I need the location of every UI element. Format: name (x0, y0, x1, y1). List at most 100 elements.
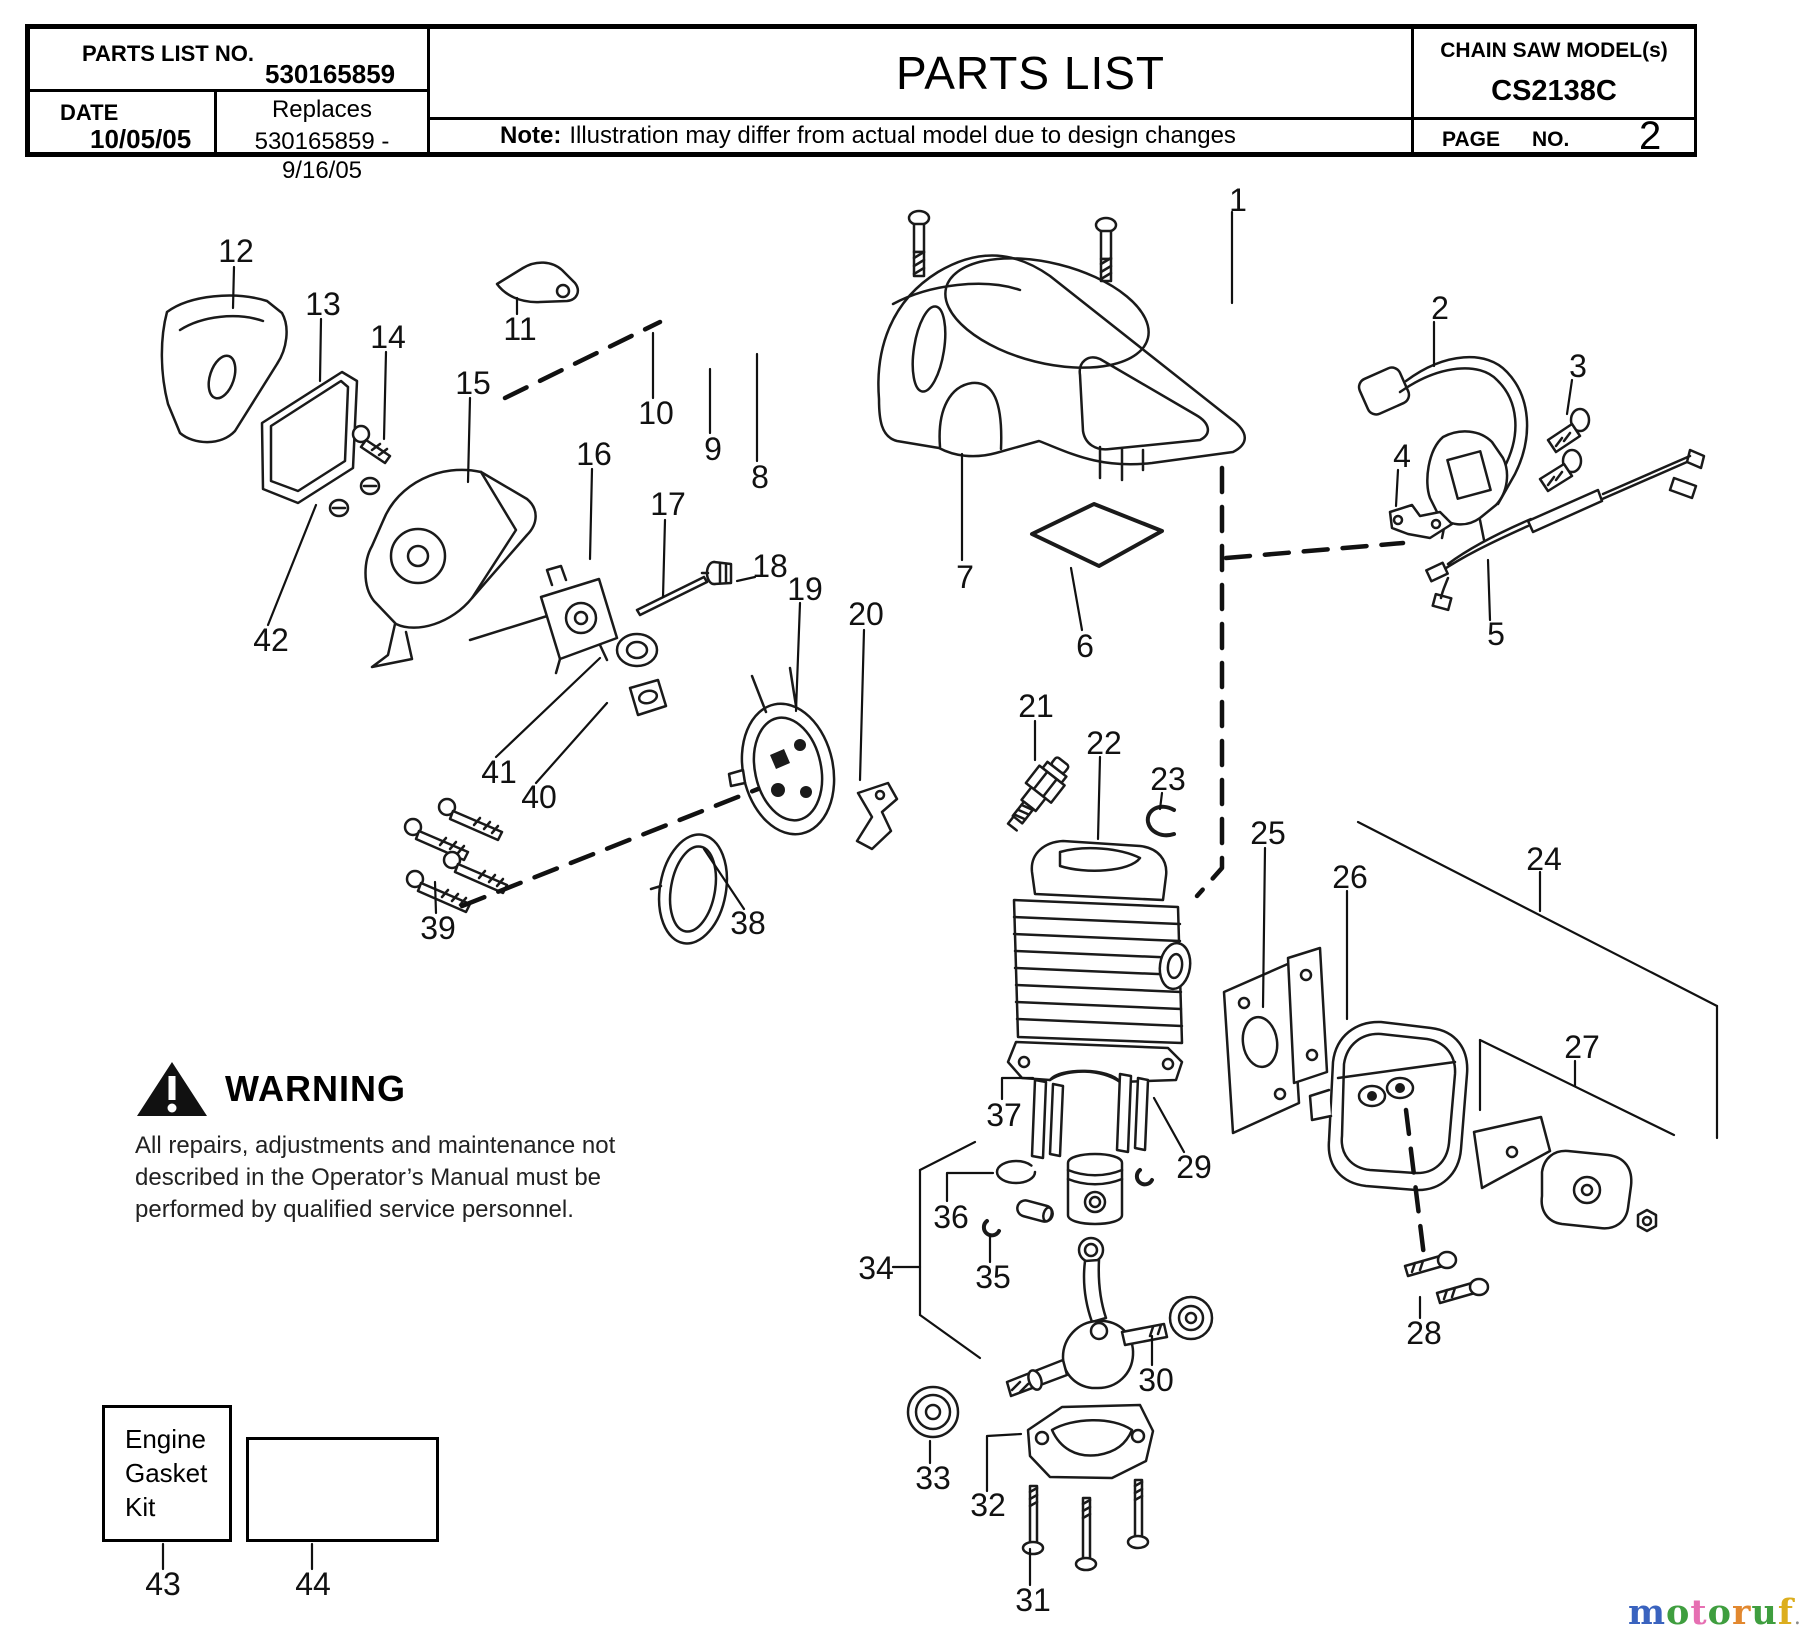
leader-line (1000, 1076, 1035, 1101)
part-number-2: 2 (1431, 290, 1449, 326)
throttle-lever-drawing (495, 261, 579, 304)
part-number-16: 16 (576, 436, 612, 472)
part-number-22: 22 (1086, 725, 1122, 761)
part-number-26: 26 (1332, 859, 1368, 895)
filter-gasket-drawing (1030, 502, 1164, 568)
leader-line (1158, 791, 1164, 811)
parts-list-no-cell: PARTS LIST NO. 530165859 (27, 26, 430, 92)
choke-knob-drawing (700, 560, 733, 586)
bracket-20-drawing (855, 781, 899, 851)
note-cell: Note:Illustration may differ from actual… (427, 117, 1414, 155)
fan-housing-drawing (364, 468, 562, 669)
part-number-33: 33 (915, 1460, 951, 1496)
part-number-42: 42 (253, 622, 289, 658)
part-number-32: 32 (970, 1487, 1006, 1523)
part-number-36: 36 (933, 1199, 969, 1235)
page-number-value: 2 (1639, 114, 1662, 158)
part-number-37: 37 (986, 1097, 1022, 1133)
part-number-24: 24 (1526, 841, 1562, 877)
model-value: CS2138C (1491, 75, 1617, 107)
part-number-1: 1 (1229, 182, 1247, 218)
crankshaft-drawing (906, 1236, 1214, 1439)
date-cell: DATE 10/05/05 (27, 89, 217, 155)
leader-line (1096, 755, 1102, 841)
part-labels-layer: 1234567891011121314151617181920212223242… (145, 182, 1719, 1618)
leader-line (918, 1313, 982, 1360)
leader-line (534, 701, 609, 785)
warning-icon (137, 1062, 207, 1116)
leader-line (433, 880, 438, 915)
assembly-dashed-line (1403, 1107, 1427, 1259)
part-number-6: 6 (1076, 628, 1094, 664)
part-number-7: 7 (956, 559, 974, 595)
leader-line (985, 1432, 1023, 1493)
page-no-label: NO. (1532, 128, 1570, 151)
note-text: Note:Illustration may differ from actual… (500, 122, 1236, 149)
part-number-23: 23 (1150, 761, 1186, 797)
leader-line (382, 350, 388, 441)
leader-line (1069, 566, 1084, 632)
leader-line (794, 601, 802, 713)
parts-list-no-value: 530165859 (265, 59, 396, 89)
leader-line (1478, 1038, 1676, 1137)
leader-line (588, 467, 594, 561)
crankcase-drawing (1021, 1403, 1155, 1572)
bolts-39-drawing (403, 797, 509, 914)
replaces-label: Replaces (271, 96, 373, 123)
part-number-3: 3 (1569, 348, 1587, 384)
part-number-44: 44 (295, 1566, 331, 1602)
leader-line (1356, 820, 1719, 1008)
cylinder-drawing (1006, 839, 1192, 1084)
muffler-drawing (1308, 1020, 1469, 1192)
title-cell: PARTS LIST (427, 26, 1414, 120)
part-number-35: 35 (975, 1259, 1011, 1295)
fuel-line-drawing (635, 575, 709, 617)
muffler-screws-drawing (1403, 1250, 1490, 1305)
part-number-4: 4 (1393, 438, 1411, 474)
leader-line (918, 1140, 977, 1172)
kit-wrench-box (246, 1437, 439, 1542)
spark-plug-drawing (1006, 756, 1070, 832)
leader-line (318, 317, 323, 383)
muffler-gasket-drawing (1222, 946, 1329, 1135)
intake-parts-drawing (615, 632, 668, 717)
date-value: 10/05/05 (90, 124, 192, 154)
part-number-15: 15 (455, 365, 491, 401)
assembly-dashed-line (502, 319, 663, 401)
mount-plate-drawing (727, 666, 836, 836)
part-number-20: 20 (848, 596, 884, 632)
engine-cover-drawing (877, 254, 1246, 482)
wiring-harness-drawing (1425, 448, 1706, 612)
cylinder-seals-drawing (1030, 1072, 1150, 1160)
watermark-logo: motoruf.de (1628, 1592, 1800, 1633)
carburetor-drawing (539, 564, 619, 675)
date-label: DATE (60, 100, 119, 125)
warning-block: WARNING All repairs, adjustments and mai… (135, 1060, 635, 1226)
part-number-14: 14 (370, 319, 406, 355)
leader-line (1486, 558, 1492, 622)
leader-line (494, 656, 602, 759)
part-number-29: 29 (1176, 1149, 1212, 1185)
warning-title: WARNING (225, 1068, 406, 1109)
part-number-41: 41 (481, 754, 517, 790)
leader-line (1261, 846, 1267, 1009)
page-number-cell: PAGE NO. 2 (1411, 114, 1697, 158)
part-number-12: 12 (218, 233, 254, 269)
part-number-5: 5 (1487, 616, 1505, 652)
leader-line (945, 1171, 995, 1203)
part-number-13: 13 (305, 286, 341, 322)
piston-group-drawing (981, 1152, 1154, 1238)
part-number-21: 21 (1018, 688, 1054, 724)
part-number-11: 11 (503, 311, 536, 347)
part-number-38: 38 (730, 905, 766, 941)
cover-screws-drawing (907, 209, 1118, 283)
part-number-18: 18 (752, 548, 788, 584)
part-number-17: 17 (650, 486, 686, 522)
part-number-8: 8 (751, 459, 769, 495)
screw-14-drawing (328, 424, 392, 518)
assembly-dashed-line (1223, 540, 1406, 561)
